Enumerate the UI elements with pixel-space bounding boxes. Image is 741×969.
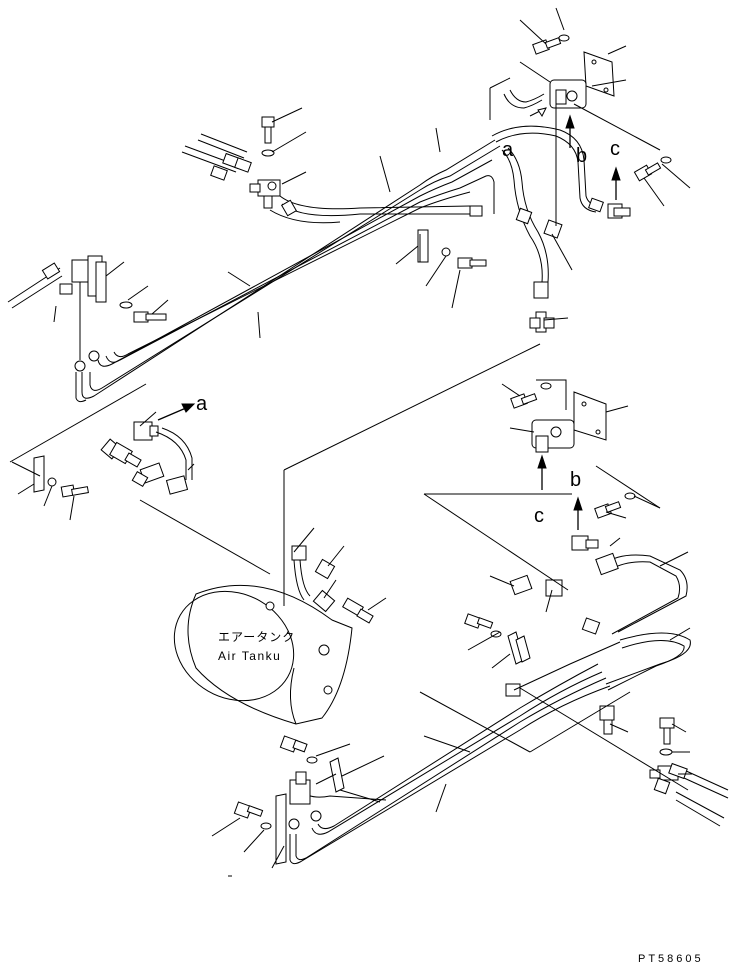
tee-vertical (529, 311, 555, 333)
ref-c-upper: c (610, 138, 620, 160)
air-tank-label-en: Air Tanku (218, 649, 281, 663)
air-tank: エアータンク Air Tanku (173, 584, 353, 725)
leader-lines-lower (17, 383, 692, 869)
tee-c-upper (607, 156, 672, 219)
bolt-upper-center (261, 116, 275, 157)
ref-b-lower: b (570, 469, 581, 491)
tank-upper-fittings (283, 343, 541, 624)
middle-left-assembly (11, 403, 271, 575)
tee-fitting-upper (249, 179, 298, 217)
upper-pipe-bundle (75, 139, 501, 403)
clip-bracket-upper (417, 229, 487, 269)
ref-a-upper: a (502, 139, 514, 161)
left-bracket-valve (7, 255, 167, 372)
upper-assembly (7, 34, 672, 463)
ref-a-lower: a (196, 393, 208, 415)
hose-upper-left (181, 133, 252, 181)
lower-right-assembly (419, 379, 729, 827)
relay-valve-upper (503, 34, 615, 109)
air-tank-label-jp: エアータンク (218, 630, 295, 644)
ref-c-lower: c (534, 505, 544, 527)
upper-right-pipe (491, 125, 599, 207)
lower-pipe-bundle (289, 641, 621, 865)
upper-drop-pipe (501, 149, 543, 283)
ref-b-upper: b (576, 145, 587, 167)
leader-lines-upper (53, 7, 691, 339)
drawing-number: PT58605 (638, 953, 704, 965)
